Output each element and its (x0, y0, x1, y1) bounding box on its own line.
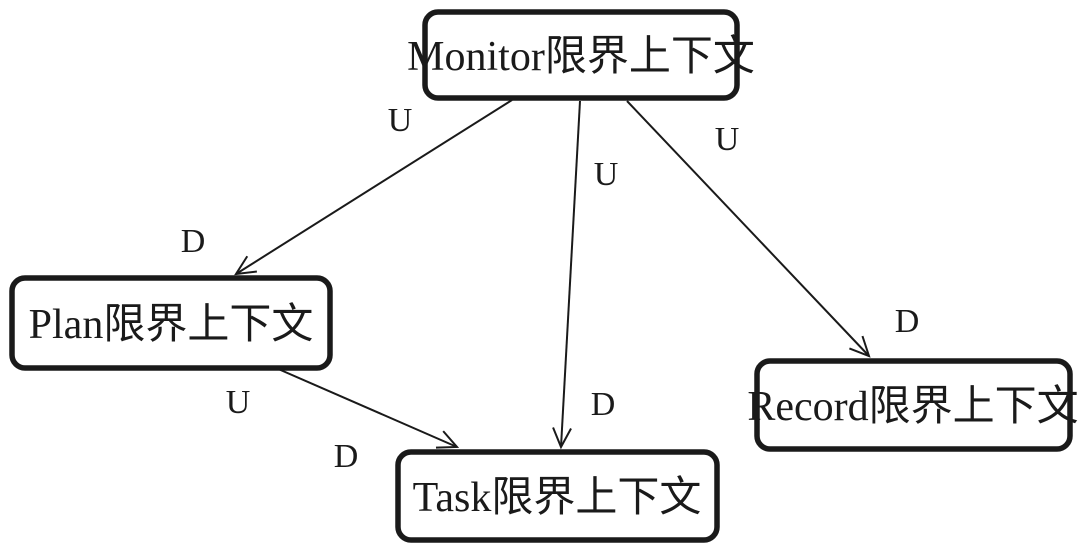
edge-monitor-to-task (552, 100, 581, 450)
node-monitor-label: Monitor限界上下文 (407, 33, 755, 80)
node-record-label: Record限界上下文 (747, 383, 1078, 430)
edge-label-d-plan-task: D (334, 438, 359, 475)
edge-label-u-plan-task: U (226, 384, 251, 421)
node-record-bounded-context: Record限界上下文 (747, 358, 1079, 452)
node-plan-bounded-context: Plan限界上下文 (9, 275, 333, 371)
edge-monitor-to-plan (234, 99, 513, 276)
edge-label-d-monitor-record: D (895, 303, 920, 340)
node-task-label: Task限界上下文 (413, 474, 702, 521)
edge-label-d-monitor-plan: D (181, 223, 206, 260)
edge-label-d-monitor-task: D (591, 386, 616, 423)
edge-label-u-monitor-plan: U (388, 102, 413, 139)
edge-label-u-monitor-task: U (594, 156, 619, 193)
edge-monitor-to-record (626, 100, 871, 358)
node-plan-label: Plan限界上下文 (29, 301, 314, 348)
node-monitor-bounded-context: Monitor限界上下文 (407, 9, 755, 101)
node-task-bounded-context: Task限界上下文 (395, 449, 720, 543)
edge-plan-to-task (275, 367, 460, 449)
edge-label-u-monitor-record: U (715, 121, 740, 158)
